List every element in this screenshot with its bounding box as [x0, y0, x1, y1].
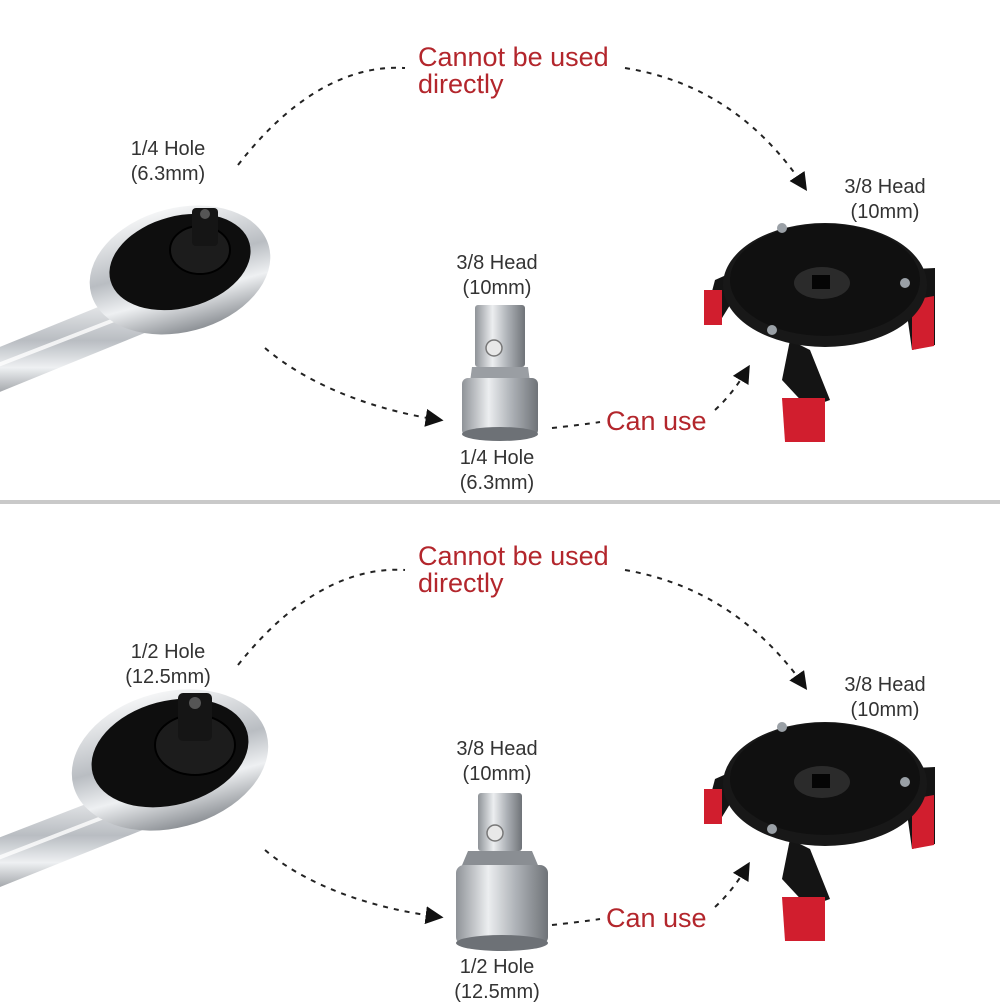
filter-head-label: 3/8 Head (10mm) — [830, 175, 940, 225]
adapter-hole-size: 1/2 Hole — [459, 956, 535, 978]
diagram-scene — [0, 66, 935, 442]
ratchet-wrench-icon — [0, 689, 269, 887]
arrow-adapter-to-filter — [551, 421, 601, 429]
warning-line-1: Cannot be used — [418, 541, 609, 571]
wrench-hole-label: 1/2 Hole (12.5mm) — [110, 640, 226, 690]
arrow-adapter-to-filter — [551, 918, 601, 926]
oil-filter-wrench-icon — [704, 223, 935, 442]
wrench-hole-size: 1/4 Hole — [130, 138, 206, 160]
adapter-hole-label: 1/4 Hole (6.3mm) — [442, 446, 552, 496]
filter-head-size: 3/8 Head — [844, 176, 926, 198]
adapter-hole-label: 1/2 Hole (12.5mm) — [438, 955, 556, 1005]
warning-line-1: Cannot be used — [418, 42, 609, 72]
socket-adapter-icon — [456, 793, 548, 951]
warning-line-2: directly — [418, 568, 504, 598]
arrow-can-use — [714, 364, 750, 411]
arc-arrow-cannot-use — [237, 568, 406, 666]
can-use-label: Can use — [606, 406, 707, 436]
can-use-label: Can use — [606, 903, 707, 933]
arrow-can-use — [714, 861, 750, 908]
adapter-hole-mm: (12.5mm) — [454, 981, 540, 1003]
warning-cannot-use: Cannot be used directly — [418, 44, 609, 98]
wrench-hole-label: 1/4 Hole (6.3mm) — [118, 137, 218, 187]
panel-half-inch: Cannot be used directly 1/2 Hole (12.5mm… — [0, 505, 1000, 1005]
filter-head-mm: (10mm) — [850, 699, 920, 721]
arrow-wrench-to-adapter — [264, 849, 444, 925]
arc-arrow-cannot-use — [237, 66, 406, 166]
adapter-hole-size: 1/4 Hole — [459, 447, 535, 469]
adapter-head-size: 3/8 Head — [456, 252, 538, 274]
adapter-head-size: 3/8 Head — [456, 738, 538, 760]
warning-line-2: directly — [418, 69, 504, 99]
adapter-head-label: 3/8 Head (10mm) — [442, 737, 552, 787]
ratchet-wrench-icon — [0, 205, 271, 392]
filter-head-label: 3/8 Head (10mm) — [830, 673, 940, 723]
filter-head-size: 3/8 Head — [844, 674, 926, 696]
adapter-hole-mm: (6.3mm) — [459, 472, 535, 494]
wrench-hole-mm: (6.3mm) — [130, 163, 206, 185]
adapter-head-label: 3/8 Head (10mm) — [442, 251, 552, 301]
filter-head-mm: (10mm) — [850, 201, 920, 223]
arc-arrow-cannot-use-end — [624, 67, 807, 192]
panel-quarter-inch: Cannot be used directly 1/4 Hole (6.3mm)… — [0, 0, 1000, 500]
panel-divider — [0, 500, 1000, 504]
wrench-hole-size: 1/2 Hole — [130, 641, 206, 663]
arc-arrow-cannot-use-end — [624, 569, 808, 690]
socket-adapter-icon — [462, 305, 538, 441]
warning-cannot-use: Cannot be used directly — [418, 543, 609, 597]
oil-filter-wrench-icon — [704, 722, 935, 941]
adapter-head-mm: (10mm) — [462, 277, 532, 299]
wrench-hole-mm: (12.5mm) — [125, 666, 211, 688]
arrow-wrench-to-adapter — [264, 347, 444, 427]
diagram-scene — [0, 568, 935, 951]
adapter-head-mm: (10mm) — [462, 763, 532, 785]
